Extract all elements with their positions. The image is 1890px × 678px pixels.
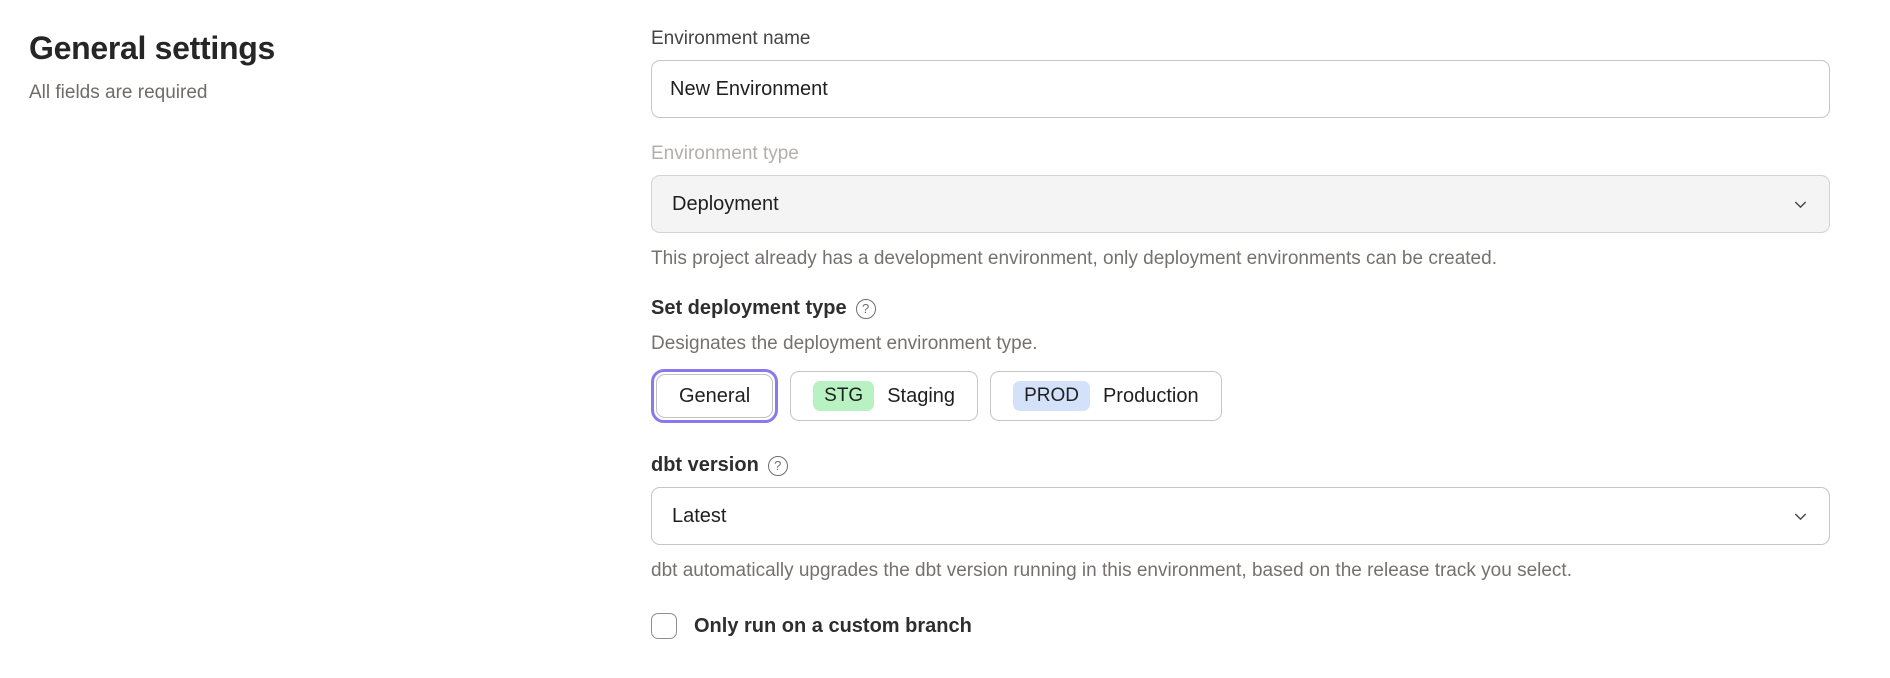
deployment-type-general-label: General (679, 384, 751, 407)
custom-branch-checkbox[interactable] (651, 613, 677, 639)
environment-type-helper: This project already has a development e… (651, 248, 1497, 269)
chevron-down-icon (1792, 508, 1809, 525)
stg-badge: STG (813, 381, 875, 411)
help-icon[interactable]: ? (767, 455, 788, 476)
prod-badge: PROD (1013, 381, 1090, 411)
environment-type-label: Environment type (651, 143, 799, 164)
deployment-type-staging-label: Staging (887, 384, 956, 407)
environment-type-select[interactable]: Deployment (651, 175, 1830, 233)
deployment-type-production-button[interactable]: PROD Production (990, 371, 1222, 421)
environment-name-input[interactable] (651, 60, 1830, 118)
custom-branch-label: Only run on a custom branch (694, 614, 972, 637)
page-title: General settings (29, 30, 275, 66)
dbt-version-label: dbt version (651, 454, 759, 476)
deployment-type-options: General STG Staging PROD Production (651, 369, 1830, 423)
chevron-down-icon (1792, 196, 1809, 213)
dbt-version-helper: dbt automatically upgrades the dbt versi… (651, 560, 1572, 581)
environment-form: Environment name Environment type Deploy… (651, 0, 1830, 639)
environment-name-label: Environment name (651, 28, 811, 49)
deployment-type-production-label: Production (1102, 384, 1199, 407)
help-icon[interactable]: ? (855, 298, 876, 319)
deployment-type-description: Designates the deployment environment ty… (651, 333, 1038, 354)
deployment-type-header: Set deployment type ? (651, 297, 1830, 320)
deployment-type-general-ring: General (651, 369, 779, 423)
custom-branch-row: Only run on a custom branch (651, 613, 1830, 639)
dbt-version-header: dbt version ? (651, 454, 1830, 477)
deployment-type-general-button[interactable]: General (656, 374, 774, 418)
dbt-version-value: Latest (672, 504, 727, 527)
environment-type-value: Deployment (672, 192, 779, 215)
deployment-type-staging-button[interactable]: STG Staging (790, 371, 979, 421)
settings-intro-pane: General settings All fields are required (0, 0, 651, 639)
general-settings-page: General settings All fields are required… (0, 0, 1830, 639)
deployment-type-label: Set deployment type (651, 297, 847, 319)
page-subtitle: All fields are required (29, 82, 208, 103)
dbt-version-select[interactable]: Latest (651, 487, 1830, 545)
